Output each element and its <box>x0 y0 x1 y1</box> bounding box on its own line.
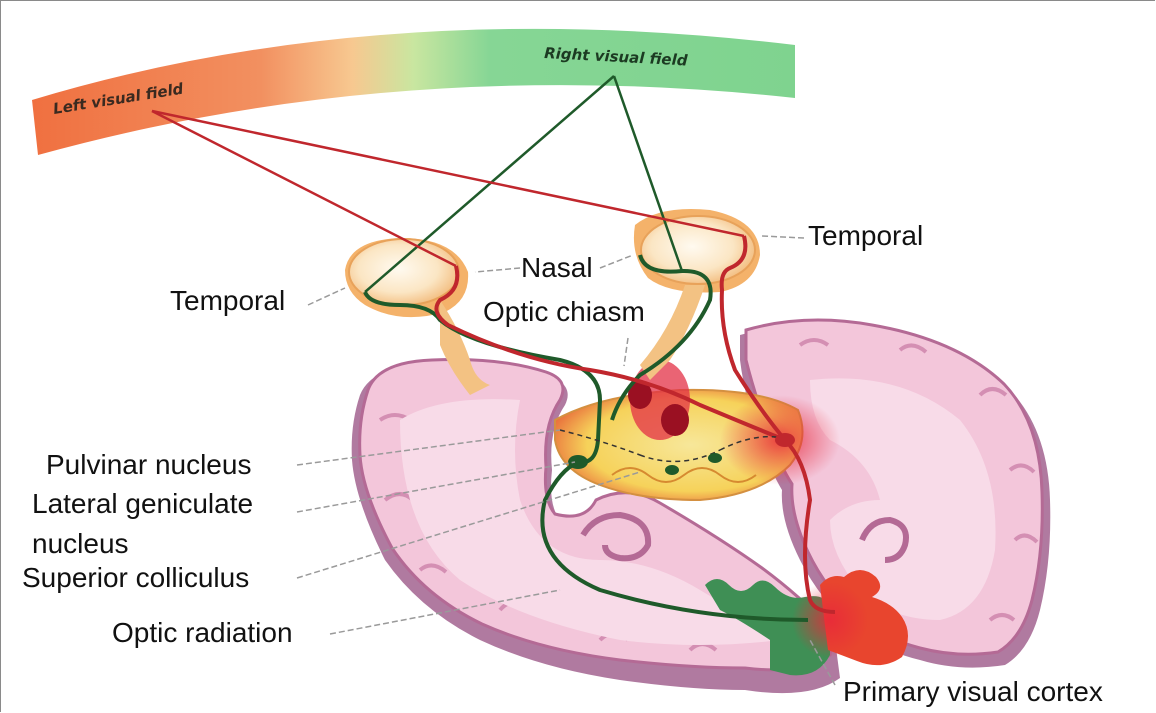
label-optic-radiation: Optic radiation <box>112 617 293 649</box>
label-pulvinar-nucleus: Pulvinar nucleus <box>46 449 251 481</box>
label-superior-colliculus: Superior colliculus <box>22 562 249 594</box>
label-temporal-right: Temporal <box>808 220 923 252</box>
label-temporal-left: Temporal <box>170 285 285 317</box>
label-optic-chiasm: Optic chiasm <box>483 296 645 328</box>
label-lateral-geniculate-nucleus: nucleus <box>32 528 129 560</box>
label-nasal: Nasal <box>521 252 593 284</box>
label-lateral-geniculate: Lateral geniculate <box>32 488 253 520</box>
label-primary-visual-cortex: Primary visual cortex <box>843 676 1103 708</box>
